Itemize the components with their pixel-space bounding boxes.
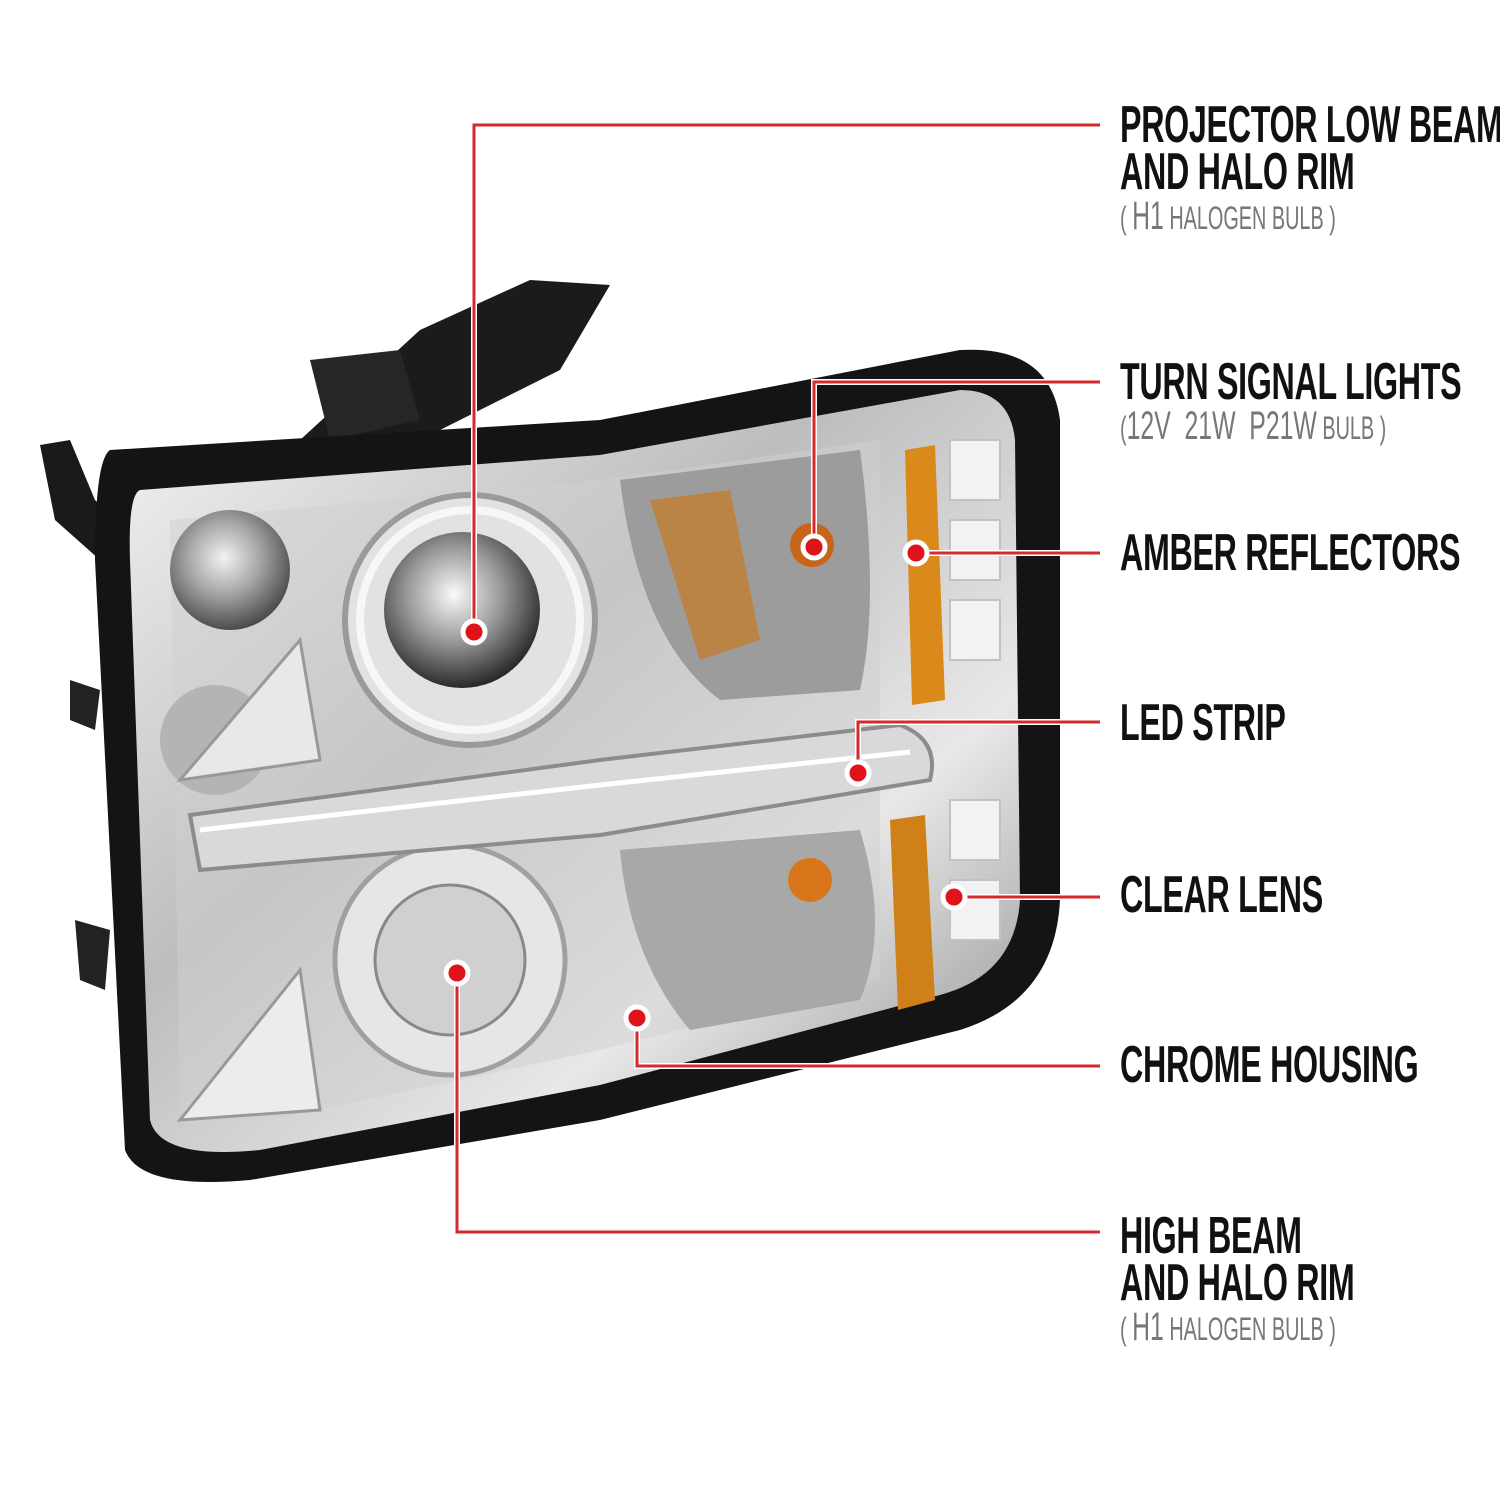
callout-label-led: LED STRIP [1120, 694, 1286, 752]
callout-dot [940, 883, 968, 911]
callout-dot [902, 539, 930, 567]
high-beam-projector [332, 842, 568, 1078]
led-strip-bar [187, 722, 934, 873]
callout-line-turn-signal [812, 380, 1100, 547]
mounting-bracket [40, 280, 610, 990]
amber-reflector-upper [905, 445, 945, 705]
callout-label-clear-lens: CLEAR LENS [1120, 866, 1323, 924]
callout-line-low-beam [472, 123, 1100, 632]
callout-dot [443, 959, 471, 987]
callout-label-amber: AMBER REFLECTORS [1120, 524, 1461, 582]
callout-line-chrome [635, 1018, 1100, 1068]
callout-line-high-beam [455, 973, 1100, 1234]
callout-dot [623, 1004, 651, 1032]
callout-label-high-beam: HIGH BEAM AND HALO RIM ( H1 HALOGEN BULB… [1120, 1207, 1355, 1349]
callout-dot [800, 533, 828, 561]
callout-label-low-beam: PROJECTOR LOW BEAM AND HALO RIM ( H1 HAL… [1120, 96, 1500, 238]
callout-dot [844, 759, 872, 787]
clear-lens-fins [949, 439, 1001, 941]
callout-label-chrome: CHROME HOUSING [1120, 1036, 1419, 1094]
callout-label-turn-signal: TURN SIGNAL LIGHTS (12V 21W P21W BULB ) [1120, 353, 1462, 448]
callout-dot [460, 618, 488, 646]
callout-line-led [856, 720, 1100, 773]
amber-reflector-lower [890, 815, 935, 1010]
